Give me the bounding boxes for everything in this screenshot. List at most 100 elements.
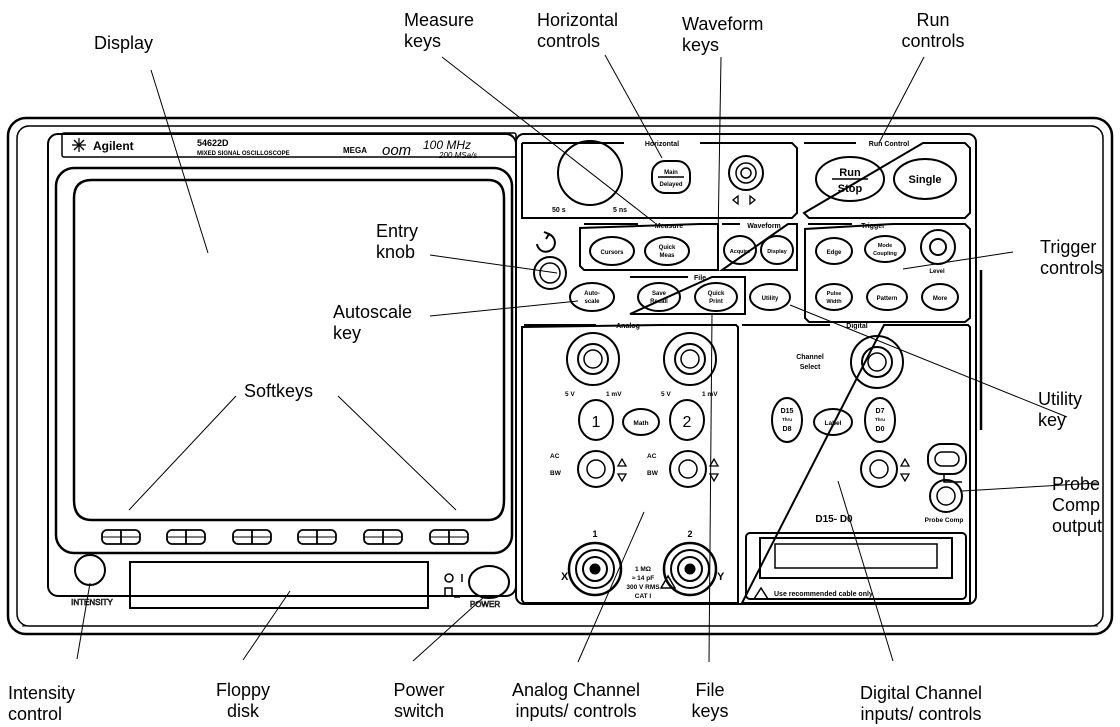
probe-comp-label: Probe Comp bbox=[925, 517, 964, 524]
left-bezel bbox=[48, 134, 516, 596]
mega-logo: MEGA bbox=[343, 146, 367, 155]
power-label: POWER bbox=[470, 600, 500, 609]
auto-label: Auto- bbox=[584, 291, 600, 297]
leader-lines bbox=[77, 55, 1097, 662]
display-screen bbox=[74, 180, 504, 520]
intensity-knob[interactable] bbox=[75, 555, 105, 585]
digital-up-arrow-icon bbox=[901, 459, 909, 466]
channel2-position-knob[interactable] bbox=[670, 451, 706, 487]
callout-run-controls: Run controls bbox=[888, 10, 978, 52]
input-spec-3: 300 V RMS bbox=[626, 584, 660, 591]
recall-label: Recall bbox=[650, 299, 668, 305]
trigger-level-knob[interactable] bbox=[921, 230, 955, 264]
power-switch[interactable] bbox=[469, 566, 509, 598]
cursors-label: Cursors bbox=[600, 250, 624, 256]
softkey-6[interactable] bbox=[430, 530, 468, 544]
channel2-volts-knob[interactable] bbox=[664, 333, 716, 385]
softkey-4[interactable] bbox=[298, 530, 336, 544]
run-label: Run bbox=[839, 167, 861, 179]
display-bezel bbox=[56, 168, 512, 553]
entry-knob[interactable] bbox=[534, 257, 566, 289]
callout-digital-channel: Digital Channel inputs/ controls bbox=[835, 683, 1007, 725]
callout-power-switch: Power switch bbox=[384, 680, 454, 722]
callout-measure-keys: Measure keys bbox=[404, 10, 474, 52]
input-x-label: X bbox=[561, 571, 569, 583]
entry-direction-icon bbox=[537, 234, 555, 252]
callout-horizontal-controls: Horizontal controls bbox=[537, 10, 618, 52]
d8-label: D8 bbox=[783, 426, 792, 433]
callout-waveform-keys: Waveform keys bbox=[682, 14, 763, 56]
callout-trigger-controls: Trigger controls bbox=[1040, 237, 1103, 279]
softkey-3[interactable] bbox=[233, 530, 271, 544]
callout-autoscale-key: Autoscale key bbox=[333, 302, 412, 344]
ch1-key-label: 1 bbox=[592, 414, 601, 431]
autoscale-key[interactable] bbox=[570, 283, 614, 311]
bnc2-label: 2 bbox=[687, 529, 692, 539]
quick-print-key[interactable] bbox=[695, 283, 737, 311]
mode-coupling-key[interactable] bbox=[865, 236, 905, 262]
mode-label: Mode bbox=[878, 243, 892, 249]
pulse-width-key[interactable] bbox=[816, 284, 852, 310]
channel1-volts-knob[interactable] bbox=[567, 333, 619, 385]
input-spec-2: ≈ 14 pF bbox=[632, 575, 654, 582]
callout-entry-knob: Entry knob bbox=[376, 221, 418, 263]
quick-meas-key[interactable] bbox=[645, 237, 689, 265]
softkey-1[interactable] bbox=[102, 530, 140, 544]
ch2-bw-label: BW bbox=[647, 470, 659, 477]
digital-position-knob[interactable] bbox=[861, 451, 897, 487]
pattern-label: Pattern bbox=[877, 296, 898, 302]
coupling-label: Coupling bbox=[873, 251, 897, 257]
more-label: More bbox=[933, 296, 948, 302]
input-y-label: Y bbox=[717, 571, 725, 583]
digital-range-label: D15- D0 bbox=[815, 514, 853, 525]
horizontal-position-knob[interactable] bbox=[729, 156, 763, 190]
display-label: Display bbox=[767, 249, 788, 255]
callout-analog-channel: Analog Channel inputs/ controls bbox=[490, 680, 662, 722]
horizontal-title: Horizontal bbox=[645, 141, 679, 148]
ch2-ac-label: AC bbox=[647, 453, 657, 460]
main-label: Main bbox=[664, 170, 678, 176]
input-spec-4: CAT I bbox=[635, 593, 652, 600]
digital-cable-connector[interactable] bbox=[746, 533, 966, 599]
callout-intensity-control: Intensity control bbox=[8, 683, 75, 725]
ch1-up-arrow-icon bbox=[618, 459, 626, 466]
softkey-2[interactable] bbox=[167, 530, 205, 544]
position-right-arrow-icon bbox=[750, 196, 755, 204]
save-recall-key[interactable] bbox=[638, 283, 680, 311]
quick-meas-label-1: Quick bbox=[659, 245, 676, 251]
ch1-bw-label: BW bbox=[550, 470, 562, 477]
ch2-key-label: 2 bbox=[683, 414, 692, 431]
d7-label: D7 bbox=[876, 408, 885, 415]
time-max-label: 5 ns bbox=[613, 207, 627, 214]
waveform-title: Waveform bbox=[747, 223, 781, 230]
level-label: Level bbox=[929, 269, 945, 275]
horizontal-time-knob[interactable] bbox=[558, 141, 622, 205]
softkey-5[interactable] bbox=[364, 530, 402, 544]
callout-floppy-disk: Floppy disk bbox=[208, 680, 278, 722]
probe-comp-ground-loop[interactable] bbox=[928, 444, 966, 474]
channel-select-knob[interactable] bbox=[851, 336, 903, 388]
single-label: Single bbox=[908, 174, 941, 186]
softkeys-row bbox=[102, 530, 468, 544]
d15-thru-label: Thru bbox=[782, 417, 792, 422]
delayed-label: Delayed bbox=[659, 182, 682, 188]
callout-utility-key: Utility key bbox=[1038, 389, 1082, 431]
callout-probe-comp-output: Probe Comp output bbox=[1052, 474, 1102, 537]
callout-display: Display bbox=[94, 33, 153, 54]
brand-name: Agilent bbox=[93, 139, 134, 153]
save-label: Save bbox=[652, 291, 667, 297]
sample-rate-spec: 200 MSa/s bbox=[438, 151, 477, 160]
run-control-title: Run Control bbox=[869, 141, 909, 148]
pulse-label: Pulse bbox=[827, 291, 842, 297]
utility-label: Utility bbox=[762, 296, 779, 302]
edge-label: Edge bbox=[827, 250, 842, 256]
scale-label: scale bbox=[584, 299, 600, 305]
floppy-disk-slot bbox=[130, 562, 428, 608]
channel1-position-knob[interactable] bbox=[578, 451, 614, 487]
probe-comp-terminal[interactable] bbox=[930, 480, 962, 512]
width-label: Width bbox=[826, 299, 842, 305]
ch1-ac-label: AC bbox=[550, 453, 560, 460]
channel-select-label-2: Select bbox=[800, 364, 821, 371]
ch2-volts-max: 5 V bbox=[661, 391, 671, 398]
